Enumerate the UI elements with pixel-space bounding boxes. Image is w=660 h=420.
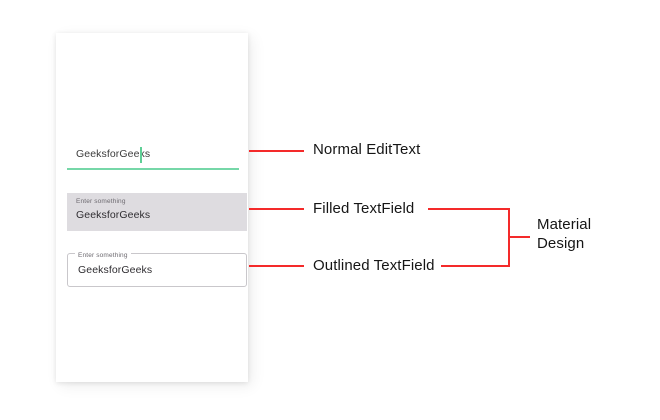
leader-line-filled-left: [249, 208, 304, 210]
filled-textfield[interactable]: Enter something GeeksforGeeks: [67, 193, 247, 231]
leader-line-normal: [249, 150, 304, 152]
annotation-outlined-textfield: Outlined TextField: [313, 257, 435, 274]
normal-edittext-value: GeeksforGeeks: [76, 148, 151, 160]
bracket-stub-line: [508, 236, 530, 238]
annotation-filled-textfield: Filled TextField: [313, 200, 415, 217]
leader-line-filled-right: [428, 208, 510, 210]
annotation-material-design: Material Design: [537, 216, 592, 252]
outlined-textfield-label: Enter something: [78, 252, 128, 259]
annotation-normal-edittext: Normal EditText: [313, 141, 421, 158]
android-form-card: GeeksforGeeks Enter something GeeksforGe…: [56, 33, 248, 382]
normal-edittext-field[interactable]: GeeksforGeeks: [67, 146, 239, 170]
outlined-textfield-border: [67, 253, 247, 287]
outlined-textfield-value: GeeksforGeeks: [78, 264, 153, 276]
filled-textfield-label: Enter something: [76, 198, 126, 205]
outlined-textfield-notch: Enter something: [75, 248, 131, 259]
text-caret: [140, 147, 142, 163]
leader-line-outlined-left: [249, 265, 304, 267]
outlined-textfield[interactable]: Enter something GeeksforGeeks: [67, 248, 247, 287]
leader-line-outlined-right: [441, 265, 510, 267]
filled-textfield-value: GeeksforGeeks: [76, 209, 151, 221]
